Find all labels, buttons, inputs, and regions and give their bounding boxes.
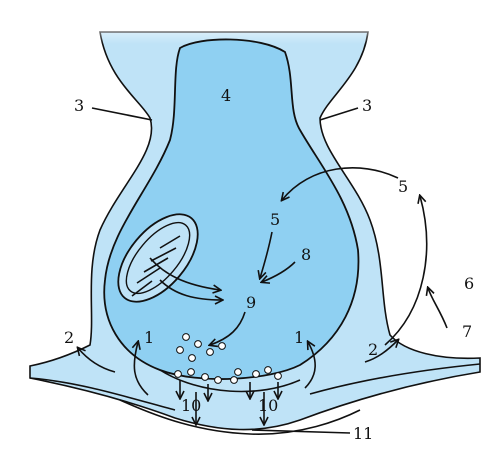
arrow-1-left: [134, 342, 149, 396]
vesicle: [201, 373, 209, 381]
vesicle: [188, 354, 196, 362]
arrow-9-to-vesicles: [210, 311, 246, 345]
vesicle: [174, 370, 182, 378]
label-2-right: 2: [368, 340, 378, 359]
label-1-left: 1: [144, 328, 154, 347]
vesicle: [187, 368, 195, 376]
label-10-left: 10: [181, 396, 201, 415]
vesicle: [274, 372, 282, 380]
arrow-2-left: [78, 348, 116, 373]
vesicle: [230, 376, 238, 384]
vesicle: [218, 342, 226, 350]
arrow-2-to-outer5: [384, 196, 428, 346]
cleft-upper-left: [29, 377, 176, 411]
label-5-outer: 5: [398, 177, 408, 196]
label-3-right: 3: [362, 96, 372, 115]
arrow-1-right: [304, 342, 316, 389]
mitochondrion: [117, 213, 199, 303]
vesicle: [252, 370, 260, 378]
label-4: 4: [221, 86, 231, 105]
vesicle: [234, 368, 242, 376]
label-5-inner: 5: [270, 210, 280, 229]
arrow-5-to-9: [260, 231, 273, 278]
label-10-right: 10: [258, 396, 278, 415]
arrow-mito-to-9-b: [159, 279, 222, 300]
vesicle: [194, 340, 202, 348]
arrow-outer5-to-inner5: [282, 167, 399, 200]
label-3-left: 3: [74, 96, 84, 115]
leader-3-left: [91, 107, 153, 121]
label-2-left: 2: [64, 328, 74, 347]
presynaptic-bouton: [103, 38, 360, 380]
label-11: 11: [353, 424, 373, 443]
arrow-2-right: [364, 340, 398, 363]
vesicle: [214, 376, 222, 384]
label-1-right: 1: [294, 328, 304, 347]
label-9: 9: [246, 293, 256, 312]
leader-3-right: [319, 107, 359, 121]
label-7: 7: [462, 322, 472, 341]
label-6: 6: [464, 274, 474, 293]
arrow-7-to-6: [428, 288, 448, 329]
vesicle: [206, 348, 214, 356]
leader-11: [251, 429, 351, 434]
cleft-upper-right: [309, 363, 481, 395]
vesicles-group: [174, 333, 282, 384]
label-8: 8: [301, 245, 311, 264]
arrow-mito-to-9-a: [149, 257, 220, 290]
arrow-8-to-9: [262, 261, 296, 282]
vesicle: [182, 333, 190, 341]
postsynaptic-membrane: [119, 399, 361, 435]
bouton-base: [159, 369, 301, 393]
vesicle: [176, 346, 184, 354]
vesicle: [264, 366, 272, 374]
